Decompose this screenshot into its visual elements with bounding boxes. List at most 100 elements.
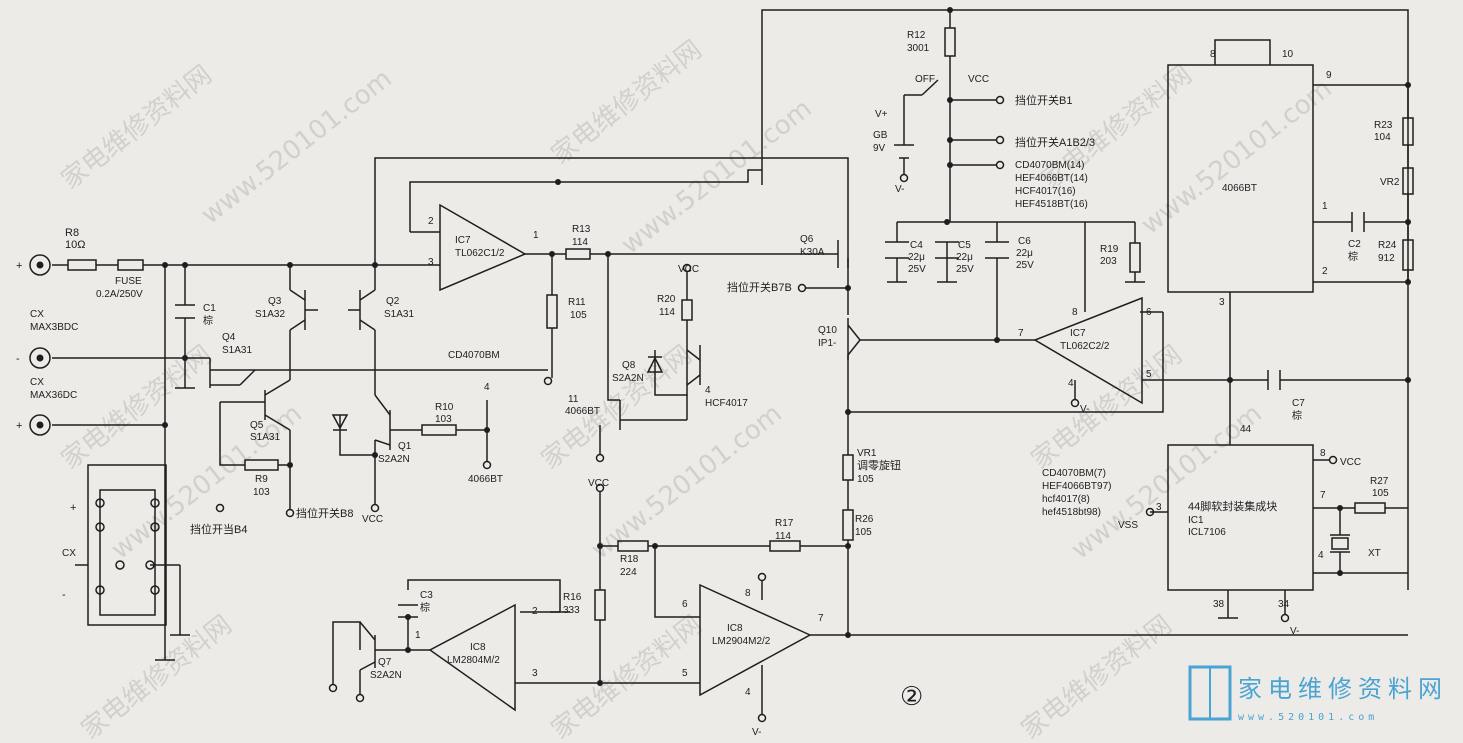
- label-q1: Q1: [398, 441, 412, 452]
- label-pin: 4: [484, 382, 490, 393]
- label-pin: 6: [682, 599, 688, 610]
- watermark-text: 家电维修资料网: [56, 60, 218, 196]
- label-ic7a: IC7: [455, 235, 471, 246]
- label-q4-value: S1A31: [222, 345, 252, 356]
- label-r13-value: 114: [572, 237, 588, 248]
- resistor-r24: [1402, 239, 1414, 271]
- label-ic7b-part: TL062C2/2: [1060, 341, 1110, 352]
- terminal-plus-2: [29, 414, 51, 436]
- junctions: [162, 7, 1411, 686]
- resistor-vr2: [1402, 167, 1414, 195]
- brand-name: 家电维修资料网: [1238, 675, 1448, 703]
- watermark-text: 家电维修资料网: [536, 340, 698, 476]
- label-pin: 38: [1213, 599, 1225, 610]
- label-vr1-value: 105: [857, 474, 874, 485]
- label-vminus: V-: [1080, 404, 1089, 415]
- label-xt: XT: [1368, 548, 1381, 559]
- capacitor-c6: [985, 241, 1009, 259]
- label-c1-value: 棕: [203, 314, 213, 327]
- label-r18-value: 224: [620, 567, 637, 578]
- label-q3-value: S1A32: [255, 309, 285, 320]
- label-ic7b: IC7: [1070, 328, 1086, 339]
- watermark-text: 家电维修资料网: [1016, 610, 1178, 743]
- label-switch-b7b: 挡位开关B7B: [727, 280, 792, 294]
- ic-icl7106: [1167, 444, 1314, 591]
- label-q5-value: S1A31: [250, 432, 280, 443]
- resistor-r9: [244, 459, 279, 471]
- label-pin: 7: [1320, 490, 1326, 501]
- label-pin: 5: [682, 668, 688, 679]
- label-ic8b: IC8: [727, 623, 743, 634]
- resistor-r18: [617, 540, 649, 552]
- labels: R8 10Ω FUSE 0.2A/250V + - + CX MAX3BDC C…: [16, 30, 1400, 738]
- label-r26-value: 105: [855, 527, 872, 538]
- label-vcc: VCC: [588, 478, 609, 489]
- label-vminus: V-: [1290, 626, 1299, 637]
- label-q4: Q4: [222, 332, 236, 343]
- capacitor-c1: [175, 304, 195, 319]
- label-c4-value: 22μ: [908, 252, 925, 263]
- label-vss: VSS: [1118, 520, 1138, 531]
- label-q8-value: S2A2N: [612, 373, 644, 384]
- crystal-xt: [1330, 534, 1350, 553]
- label-net-cd4070bm: CD4070BM: [448, 350, 500, 361]
- label-cx-range: MAX3BDC: [30, 322, 78, 333]
- capacitor-c2: [1351, 212, 1365, 232]
- label-pin: 1: [1322, 201, 1328, 212]
- label-net-hef4066: HEF4066BT(14): [1015, 173, 1088, 184]
- resistor-vr1: [842, 454, 854, 481]
- label-vminus: V-: [895, 184, 904, 195]
- label-cx: CX: [62, 548, 76, 559]
- opamp-ic7b: [1033, 296, 1143, 405]
- label-pin: 2: [532, 606, 538, 617]
- label-q3: Q3: [268, 296, 282, 307]
- label-r8: R8: [65, 227, 79, 239]
- label-vplus: V+: [875, 109, 888, 120]
- figure-number: ②: [900, 682, 923, 712]
- switch-off: [921, 79, 939, 96]
- label-minus: -: [16, 353, 20, 365]
- label-c7: C7: [1292, 398, 1305, 409]
- transistor-q3: [289, 289, 318, 331]
- label-pin: 7: [818, 613, 824, 624]
- ic-4066bt: [1167, 64, 1314, 293]
- capacitor-c4: [885, 241, 909, 259]
- label-fuse-value: 0.2A/250V: [96, 289, 143, 300]
- label-c2: C2: [1348, 239, 1361, 250]
- label-net-hcf4017: hcf4017(8): [1042, 494, 1090, 505]
- switch-block-cx: [95, 498, 160, 595]
- label-q8: Q8: [622, 360, 636, 371]
- label-q10: Q10: [818, 325, 837, 336]
- label-net-hcf4017: HCF4017: [705, 398, 748, 409]
- label-r27: R27: [1370, 476, 1389, 487]
- label-pin: 44: [1240, 424, 1252, 435]
- label-r8-value: 10Ω: [65, 239, 85, 251]
- label-pin: 2: [1322, 266, 1328, 277]
- label-c1: C1: [203, 303, 216, 314]
- label-pin: 7: [1018, 328, 1024, 339]
- label-vcc: VCC: [678, 264, 699, 275]
- label-pin: 3: [1156, 502, 1162, 513]
- label-vcc: VCC: [1340, 457, 1361, 468]
- fuse: [117, 259, 144, 271]
- capacitor-c7: [1267, 370, 1281, 390]
- open-terminals: [215, 95, 1338, 723]
- label-pin: 6: [1146, 307, 1152, 318]
- label-vr1: VR1: [857, 448, 877, 459]
- label-q5: Q5: [250, 420, 264, 431]
- label-r23-value: 104: [1374, 132, 1391, 143]
- label-gb: GB: [873, 130, 888, 141]
- label-pin: 3: [428, 257, 434, 268]
- resistor-r17: [769, 540, 801, 552]
- label-r20: R20: [657, 294, 676, 305]
- opamp-ic7a: [410, 203, 527, 292]
- label-r26: R26: [855, 514, 874, 525]
- label-r9: R9: [255, 474, 268, 485]
- label-q7: Q7: [378, 657, 392, 668]
- label-c7-value: 棕: [1292, 409, 1302, 422]
- label-r10: R10: [435, 402, 454, 413]
- label-net-4066bt: 4066BT: [468, 474, 503, 485]
- label-pin: 34: [1278, 599, 1290, 610]
- opamp-ic8b: [699, 583, 812, 697]
